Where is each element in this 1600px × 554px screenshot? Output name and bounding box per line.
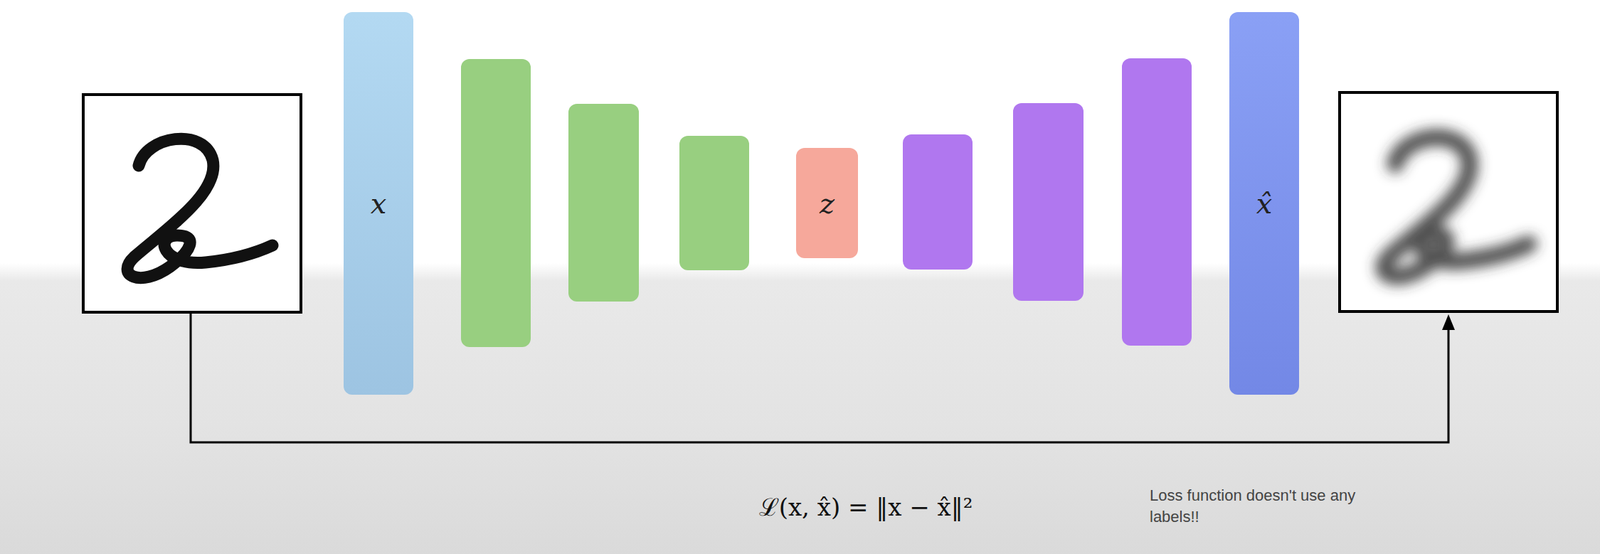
output-layer-node: x̂ bbox=[1229, 12, 1300, 395]
input-layer-node: x bbox=[343, 12, 414, 395]
encoder-layer bbox=[461, 59, 531, 348]
input-layer-bar bbox=[343, 12, 414, 395]
latent-bar bbox=[796, 147, 858, 259]
layer-label: x̂ bbox=[1256, 187, 1273, 220]
decoder-layer bbox=[1121, 58, 1192, 346]
decoder-layer bbox=[902, 134, 973, 270]
output-image-frame bbox=[1339, 92, 1558, 312]
encoder-layer bbox=[679, 135, 750, 271]
loss-formula: ℒ(x, x̂) = ‖x − x̂‖² bbox=[759, 490, 974, 523]
layer-label: x bbox=[370, 187, 388, 220]
loss-connector bbox=[190, 313, 1449, 443]
input-image-frame bbox=[83, 94, 301, 313]
arrowhead bbox=[1442, 314, 1455, 331]
note-text: Loss function doesn't use any labels!! bbox=[1149, 485, 1385, 528]
latent-node: z bbox=[796, 147, 858, 259]
decoder-layer bbox=[1013, 103, 1084, 301]
encoder-layer bbox=[568, 103, 639, 302]
layer-label: z bbox=[819, 187, 835, 220]
input-digit bbox=[127, 138, 273, 278]
output-layer-bar bbox=[1229, 12, 1300, 395]
reconstructed-digit bbox=[1383, 137, 1529, 277]
